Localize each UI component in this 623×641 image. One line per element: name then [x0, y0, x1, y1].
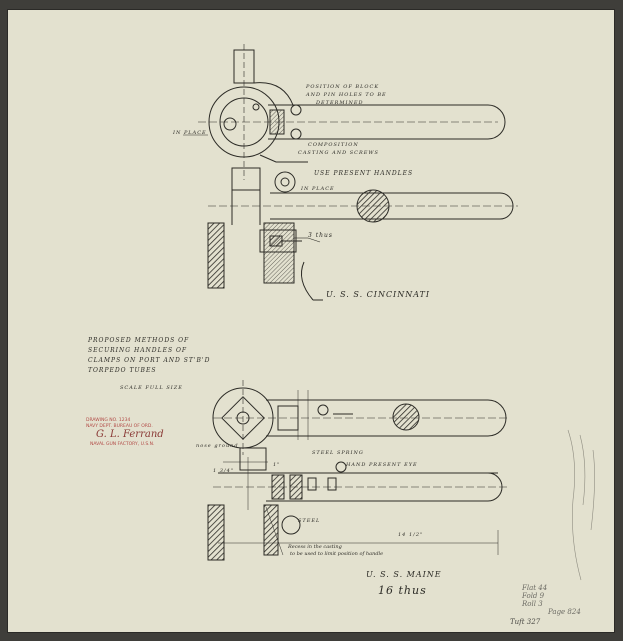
title-line-2: SECURING HANDLES OF: [88, 347, 188, 354]
ship-label-maine: U. S. S. MAINE: [366, 570, 442, 579]
stamp-line-2: NAVY DEPT. BUREAU OF ORD.: [86, 424, 153, 429]
note-block-position: POSITION OF BLOCK: [306, 84, 380, 90]
note-thick: 3 thus: [308, 232, 333, 239]
note-recess-2: to be used to limit position of handle: [290, 551, 384, 557]
stamp-line-1: DRAWING NO. 1234: [86, 418, 131, 423]
title-line-3: CLAMPS ON PORT AND ST'B'D: [88, 357, 211, 364]
note-use-present: USE PRESENT HANDLES: [314, 170, 414, 177]
maine-top-view: [212, 380, 508, 455]
note-steel: STEEL: [298, 518, 321, 524]
title-line-4: TORPEDO TUBES: [88, 367, 157, 374]
corner-tag: Tuft 327: [510, 618, 541, 626]
technical-drawing: [183, 44, 595, 581]
note-steel-spring: STEEL SPRING: [312, 450, 364, 456]
stamp-signature: G. L. Ferrand: [96, 429, 164, 440]
ship-label-cincinnati: U. S. S. CINCINNATI: [326, 290, 431, 299]
quantity-note: 16 thus: [378, 584, 427, 597]
note-in-place: IN PLACE: [173, 130, 207, 136]
stamp-line-3: NAVAL GUN FACTORY, U.S.N.: [90, 442, 155, 447]
pencil-marks: [567, 429, 595, 581]
note-casting: CASTING AND SCREWS: [298, 150, 379, 156]
note-composition: COMPOSITION: [308, 142, 359, 148]
corner-line-2: Fold 9: [522, 592, 545, 600]
scale-note: SCALE FULL SIZE: [120, 385, 183, 391]
top-clamp-view: [183, 44, 506, 180]
corner-line-4: Page 824: [548, 608, 581, 616]
note-determined: DETERMINED: [316, 100, 364, 106]
title-line-1: PROPOSED METHODS OF: [88, 337, 190, 344]
cincinnati-section: [207, 167, 518, 301]
dim-a: 1 3/4": [213, 468, 235, 474]
note-recess-1: Recess in the casting: [288, 544, 342, 550]
corner-line-1: Flat 44: [522, 584, 548, 592]
dim-b: 1": [273, 462, 281, 468]
note-in-place-2: IN PLACE: [301, 186, 335, 192]
note-pin-holes: AND PIN HOLES TO BE: [306, 92, 387, 98]
note-hand-present: HAND PRESENT EYE: [346, 462, 418, 468]
blueprint-sheet: POSITION OF BLOCK AND PIN HOLES TO BE DE…: [8, 10, 614, 632]
maine-section: [207, 447, 508, 561]
note-nose-round: nose ground: [196, 443, 239, 449]
dim-length: 14 1/2": [398, 532, 424, 538]
corner-line-3: Roll 3: [522, 600, 543, 608]
